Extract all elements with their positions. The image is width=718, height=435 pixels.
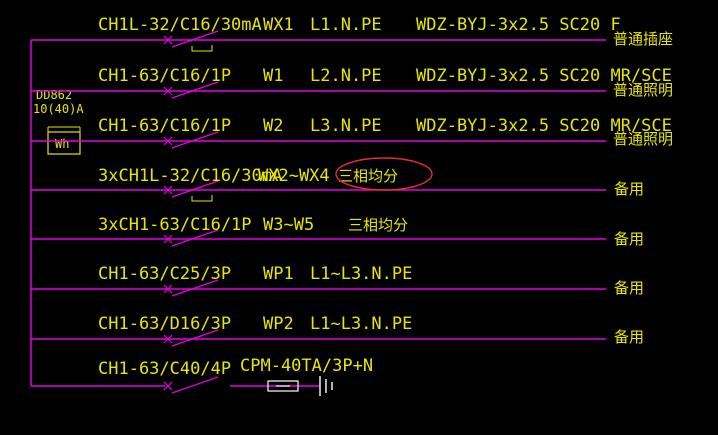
cable-spec: WDZ-BYJ-3x2.5 SC20 F [416,15,621,35]
breaker-model: CH1-63/C40/4P [98,359,231,379]
breaker-cross [163,86,173,96]
meter-rating: 10(40)A [33,102,84,116]
breaker-blade [171,376,219,394]
phase-info: L1~L3.N.PE [310,264,412,284]
breaker-cross [163,284,173,294]
breaker-cross [163,234,173,244]
breaker-blade [171,81,219,99]
breaker-blade [171,131,219,149]
loop-id: WX2~WX4 [258,166,330,186]
note-label: 三相均分 [338,167,398,185]
note-label: 三相均分 [348,216,408,234]
circuit-row: CH1-63/C25/3P WP1 L1~L3.N.PE 备用 [31,264,644,297]
loop-id: WP2 [263,314,294,334]
loop-id: W2 [263,116,283,136]
breaker-model: CH1-63/C16/1P [98,66,231,86]
breaker-cross [163,381,173,391]
spd-model: CPM-40TA/3P+N [240,356,373,376]
breaker-model: 3xCH1-63/C16/1P [98,215,252,235]
breaker-blade [171,329,219,347]
spd-body [267,380,299,392]
highlight-ellipse [335,157,433,191]
breaker-blade [171,30,219,48]
breaker-cross [163,334,173,344]
rcd-symbol [191,45,213,52]
loop-id: W1 [263,66,283,86]
breaker-model: CH1-63/C16/1P [98,116,231,136]
breaker-blade [171,279,219,297]
circuit-row: CH1-63/D16/3P WP2 L1~L3.N.PE 备用 [31,314,644,347]
usage-label: 普通插座 [613,30,673,48]
circuit-row: CH1-63/C16/1P W1 L2.N.PE WDZ-BYJ-3x2.5 SC20… [31,66,673,99]
cable-spec: WDZ-BYJ-3x2.5 SC20 MR/SCE [416,116,672,136]
loop-id: WX1 [263,15,294,35]
usage-label: 备用 [614,230,644,248]
cable-spec: WDZ-BYJ-3x2.5 SC20 MR/SCE [416,66,672,86]
meter-model: DD862 [36,88,72,102]
phase-info: L3.N.PE [310,116,382,136]
phase-info: L1~L3.N.PE [310,314,412,334]
breaker-model: CH1-63/C25/3P [98,264,231,284]
breaker-cross [163,136,173,146]
meter-symbol: Wh [55,137,69,151]
surge-protector: CPM-40TA/3P+N [230,356,373,396]
breaker-model: CH1L-32/C16/30mA [98,15,262,35]
usage-label: 备用 [614,328,644,346]
loop-id: WP1 [263,264,294,284]
rcd-symbol [191,195,213,202]
breaker-cross [163,35,173,45]
usage-label: 普通照明 [613,130,673,148]
breaker-model: 3xCH1L-32/C16/30mA [98,166,282,186]
usage-label: 普通照明 [613,81,673,99]
loop-id: W3~W5 [263,215,314,235]
circuit-row: CH1-63/C16/1P W2 L3.N.PE WDZ-BYJ-3x2.5 SC20… [31,116,673,149]
phase-info: L1.N.PE [310,15,382,35]
breaker-blade [171,180,219,198]
breaker-cross [163,185,173,195]
breaker-model: CH1-63/D16/3P [98,314,231,334]
usage-label: 备用 [614,180,644,198]
usage-label: 备用 [614,279,644,297]
circuit-row: CH1-63/C40/4P [31,359,231,394]
meter-box [47,131,81,155]
phase-info: L2.N.PE [310,66,382,86]
breaker-blade [171,229,219,247]
